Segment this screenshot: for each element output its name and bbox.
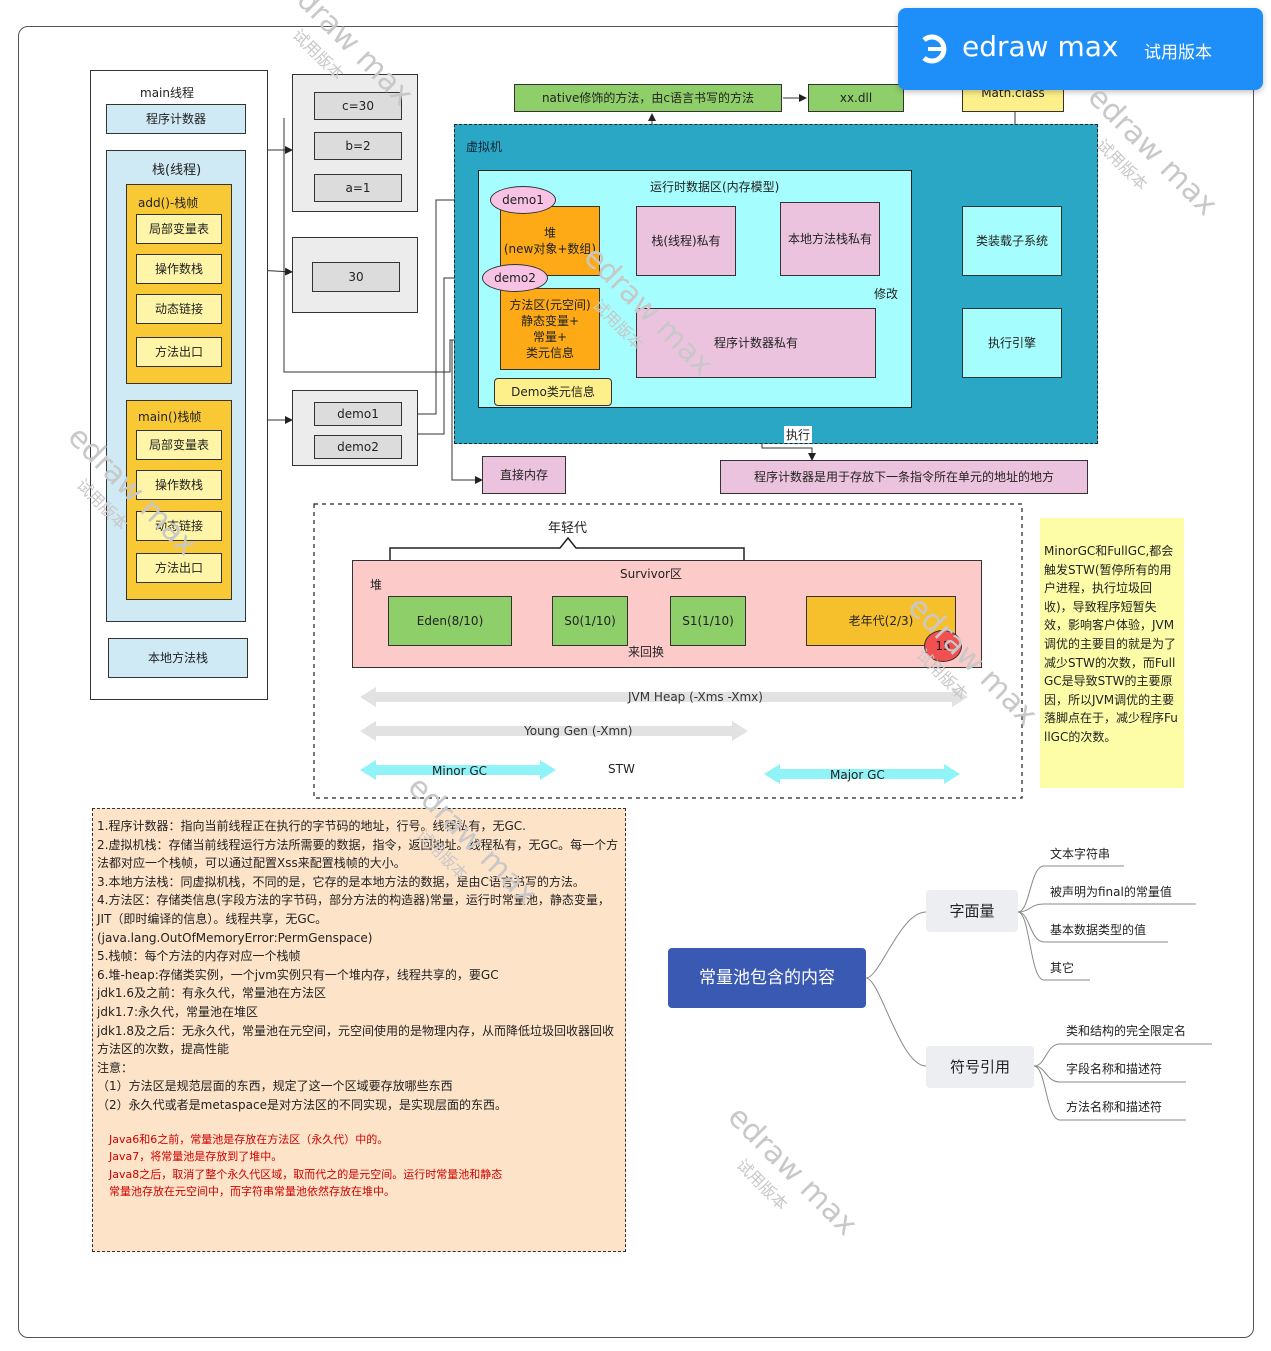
note-line: 5.栈帧：每个方法的内存对应一个栈帧 bbox=[97, 949, 301, 964]
note-line: （1）方法区是规范层面的东西，规定了这一个区域要存放哪些东西 bbox=[97, 1079, 453, 1094]
note-line: （2）永久代或者是metaspace是对方法区的不同实现，是实现层面的东西。 bbox=[97, 1097, 507, 1112]
local-demo2: demo2 bbox=[314, 435, 402, 459]
note-line: 2.虚拟机栈：存储当前线程运行方法所需要的数据，指令，返回地址。线程私有，无GC… bbox=[97, 837, 619, 871]
dll-box: xx.dll bbox=[808, 84, 904, 112]
mindmap-root: 常量池包含的内容 bbox=[668, 948, 866, 1008]
local-c: c=30 bbox=[314, 92, 402, 120]
major-gc-label: Major GC bbox=[830, 768, 885, 782]
native-method-box: native修饰的方法，由c语言书写的方法 bbox=[514, 84, 782, 112]
note-line: (java.lang.OutOfMemoryError:PermGenspace… bbox=[97, 930, 373, 945]
s0-box: S0(1/10) bbox=[552, 596, 628, 646]
red-note-line: Java7，将常量池是存放到了堆中。 bbox=[109, 1150, 283, 1164]
gc-note: MinorGC和FullGC,都会触发STW(暂停所有的用户进程，执行垃圾回收)… bbox=[1040, 518, 1184, 788]
edraw-logo-text: edraw max bbox=[962, 30, 1119, 63]
native-stack-private: 本地方法栈私有 bbox=[780, 202, 880, 276]
main-operand-stack: 操作数栈 bbox=[136, 470, 222, 500]
edraw-logo-icon bbox=[918, 32, 952, 66]
stw-label: STW bbox=[608, 762, 635, 776]
note-line: 3.本地方法栈：同虚拟机栈，不同的是，它存的是本地方法的数据，是由C语言书写的方… bbox=[97, 874, 585, 889]
note-line: 1.程序计数器：指向当前线程正在执行的字节码的地址，行号。线程私有，无GC. bbox=[97, 819, 526, 833]
main-dynamic-link: 动态链接 bbox=[136, 511, 222, 541]
pc-private: 程序计数器私有 bbox=[636, 308, 876, 378]
swap-label: 来回换 bbox=[628, 645, 665, 659]
note-line: jdk1.7:永久代，常量池在堆区 bbox=[97, 1004, 259, 1019]
exec-engine: 执行引擎 bbox=[962, 308, 1062, 378]
jvm-title: 虚拟机 bbox=[466, 140, 503, 154]
pc-description: 程序计数器是用于存放下一条指令所在单元的地址的地方 bbox=[720, 460, 1088, 494]
method-area-box: 方法区(元空间) 静态变量+ 常量+ 类元信息 bbox=[500, 288, 600, 370]
execute-label: 执行 bbox=[784, 426, 813, 443]
note-line: jdk1.8及之后：无永久代，常量池在元空间，元空间使用的是物理内存，从而降低垃… bbox=[97, 1023, 614, 1057]
add-operand-stack: 操作数栈 bbox=[136, 254, 222, 284]
demo2-ellipse: demo2 bbox=[482, 264, 548, 292]
jvm-heap-label: JVM Heap (-Xms -Xmx) bbox=[628, 690, 763, 704]
mindmap-leaf: 其它 bbox=[1050, 961, 1075, 975]
age-circle: 15 bbox=[924, 630, 962, 662]
minor-gc-label: Minor GC bbox=[432, 764, 488, 778]
local-b: b=2 bbox=[314, 132, 402, 160]
young-gen-flag: Young Gen (-Xmn) bbox=[524, 724, 633, 738]
add-frame-title: add()-栈帧 bbox=[138, 196, 199, 210]
thread-stack-title: 栈(线程) bbox=[152, 163, 202, 178]
mindmap-leaf: 基本数据类型的值 bbox=[1050, 923, 1147, 937]
young-gen-label: 年轻代 bbox=[548, 521, 588, 536]
s1-box: S1(1/10) bbox=[670, 596, 746, 646]
main-local-vars: 局部变量表 bbox=[136, 430, 222, 460]
mindmap-leaf: 字段名称和描述符 bbox=[1066, 1062, 1163, 1076]
canvas-frame bbox=[18, 26, 1254, 1338]
add-local-vars: 局部变量表 bbox=[136, 214, 222, 244]
main-method-exit: 方法出口 bbox=[136, 553, 222, 583]
red-note-line: 常量池存放在元空间中，而字符串常量池依然存放在堆中。 bbox=[109, 1185, 395, 1199]
mindmap-branch-symbols: 符号引用 bbox=[926, 1046, 1034, 1088]
program-counter: 程序计数器 bbox=[106, 104, 246, 134]
red-note-line: Java6和6之前，常量池是存放在方法区（永久代）中的。 bbox=[109, 1132, 389, 1146]
mindmap-leaf: 文本字符串 bbox=[1050, 847, 1111, 861]
mindmap-leaf: 被声明为final的常量值 bbox=[1050, 885, 1172, 899]
main-thread-title: main线程 bbox=[140, 86, 194, 100]
edraw-banner[interactable] bbox=[898, 8, 1263, 90]
note-line: 4.方法区：存储类信息(字段方法的字节码，部分方法的构造器)常量，运行时常量池，… bbox=[97, 893, 610, 926]
add-method-exit: 方法出口 bbox=[136, 337, 222, 367]
main-frame-title: main()栈帧 bbox=[138, 410, 202, 424]
notes-panel: 1.程序计数器：指向当前线程正在执行的字节码的地址，行号。线程私有，无GC. 2… bbox=[92, 808, 626, 1252]
demo-class-info: Demo类元信息 bbox=[494, 378, 612, 406]
class-loader: 类装载子系统 bbox=[962, 206, 1062, 276]
stack-private: 栈(线程)私有 bbox=[636, 206, 736, 276]
mindmap-leaf: 方法名称和描述符 bbox=[1066, 1100, 1163, 1114]
mindmap-branch-literals: 字面量 bbox=[926, 890, 1018, 932]
red-note-line: Java8之后，取消了整个永久代区域，取而代之的是元空间。运行时常量池和静态 bbox=[109, 1167, 503, 1181]
add-dynamic-link: 动态链接 bbox=[136, 294, 222, 324]
note-line: 注意： bbox=[97, 1060, 134, 1075]
modify-label: 修改 bbox=[872, 285, 901, 302]
note-line: jdk1.6及之前：有永久代，常量池在方法区 bbox=[97, 986, 326, 1001]
eden-box: Eden(8/10) bbox=[388, 596, 512, 646]
survivor-label: Survivor区 bbox=[620, 567, 682, 581]
heap-region-label: 堆 bbox=[370, 578, 383, 592]
direct-memory: 直接内存 bbox=[482, 456, 566, 494]
mindmap-leaf: 类和结构的完全限定名 bbox=[1066, 1024, 1187, 1038]
operand-value: 30 bbox=[312, 262, 400, 292]
native-method-stack: 本地方法栈 bbox=[108, 638, 248, 678]
trial-label[interactable]: 试用版本 bbox=[1144, 43, 1212, 63]
demo1-ellipse: demo1 bbox=[490, 186, 556, 214]
runtime-area-title: 运行时数据区(内存模型) bbox=[650, 180, 780, 194]
note-line: 6.堆-heap:存储类实例，一个jvm实例只有一个堆内存，线程共享的，要GC bbox=[97, 967, 499, 982]
local-a: a=1 bbox=[314, 174, 402, 202]
local-demo1: demo1 bbox=[314, 402, 402, 426]
